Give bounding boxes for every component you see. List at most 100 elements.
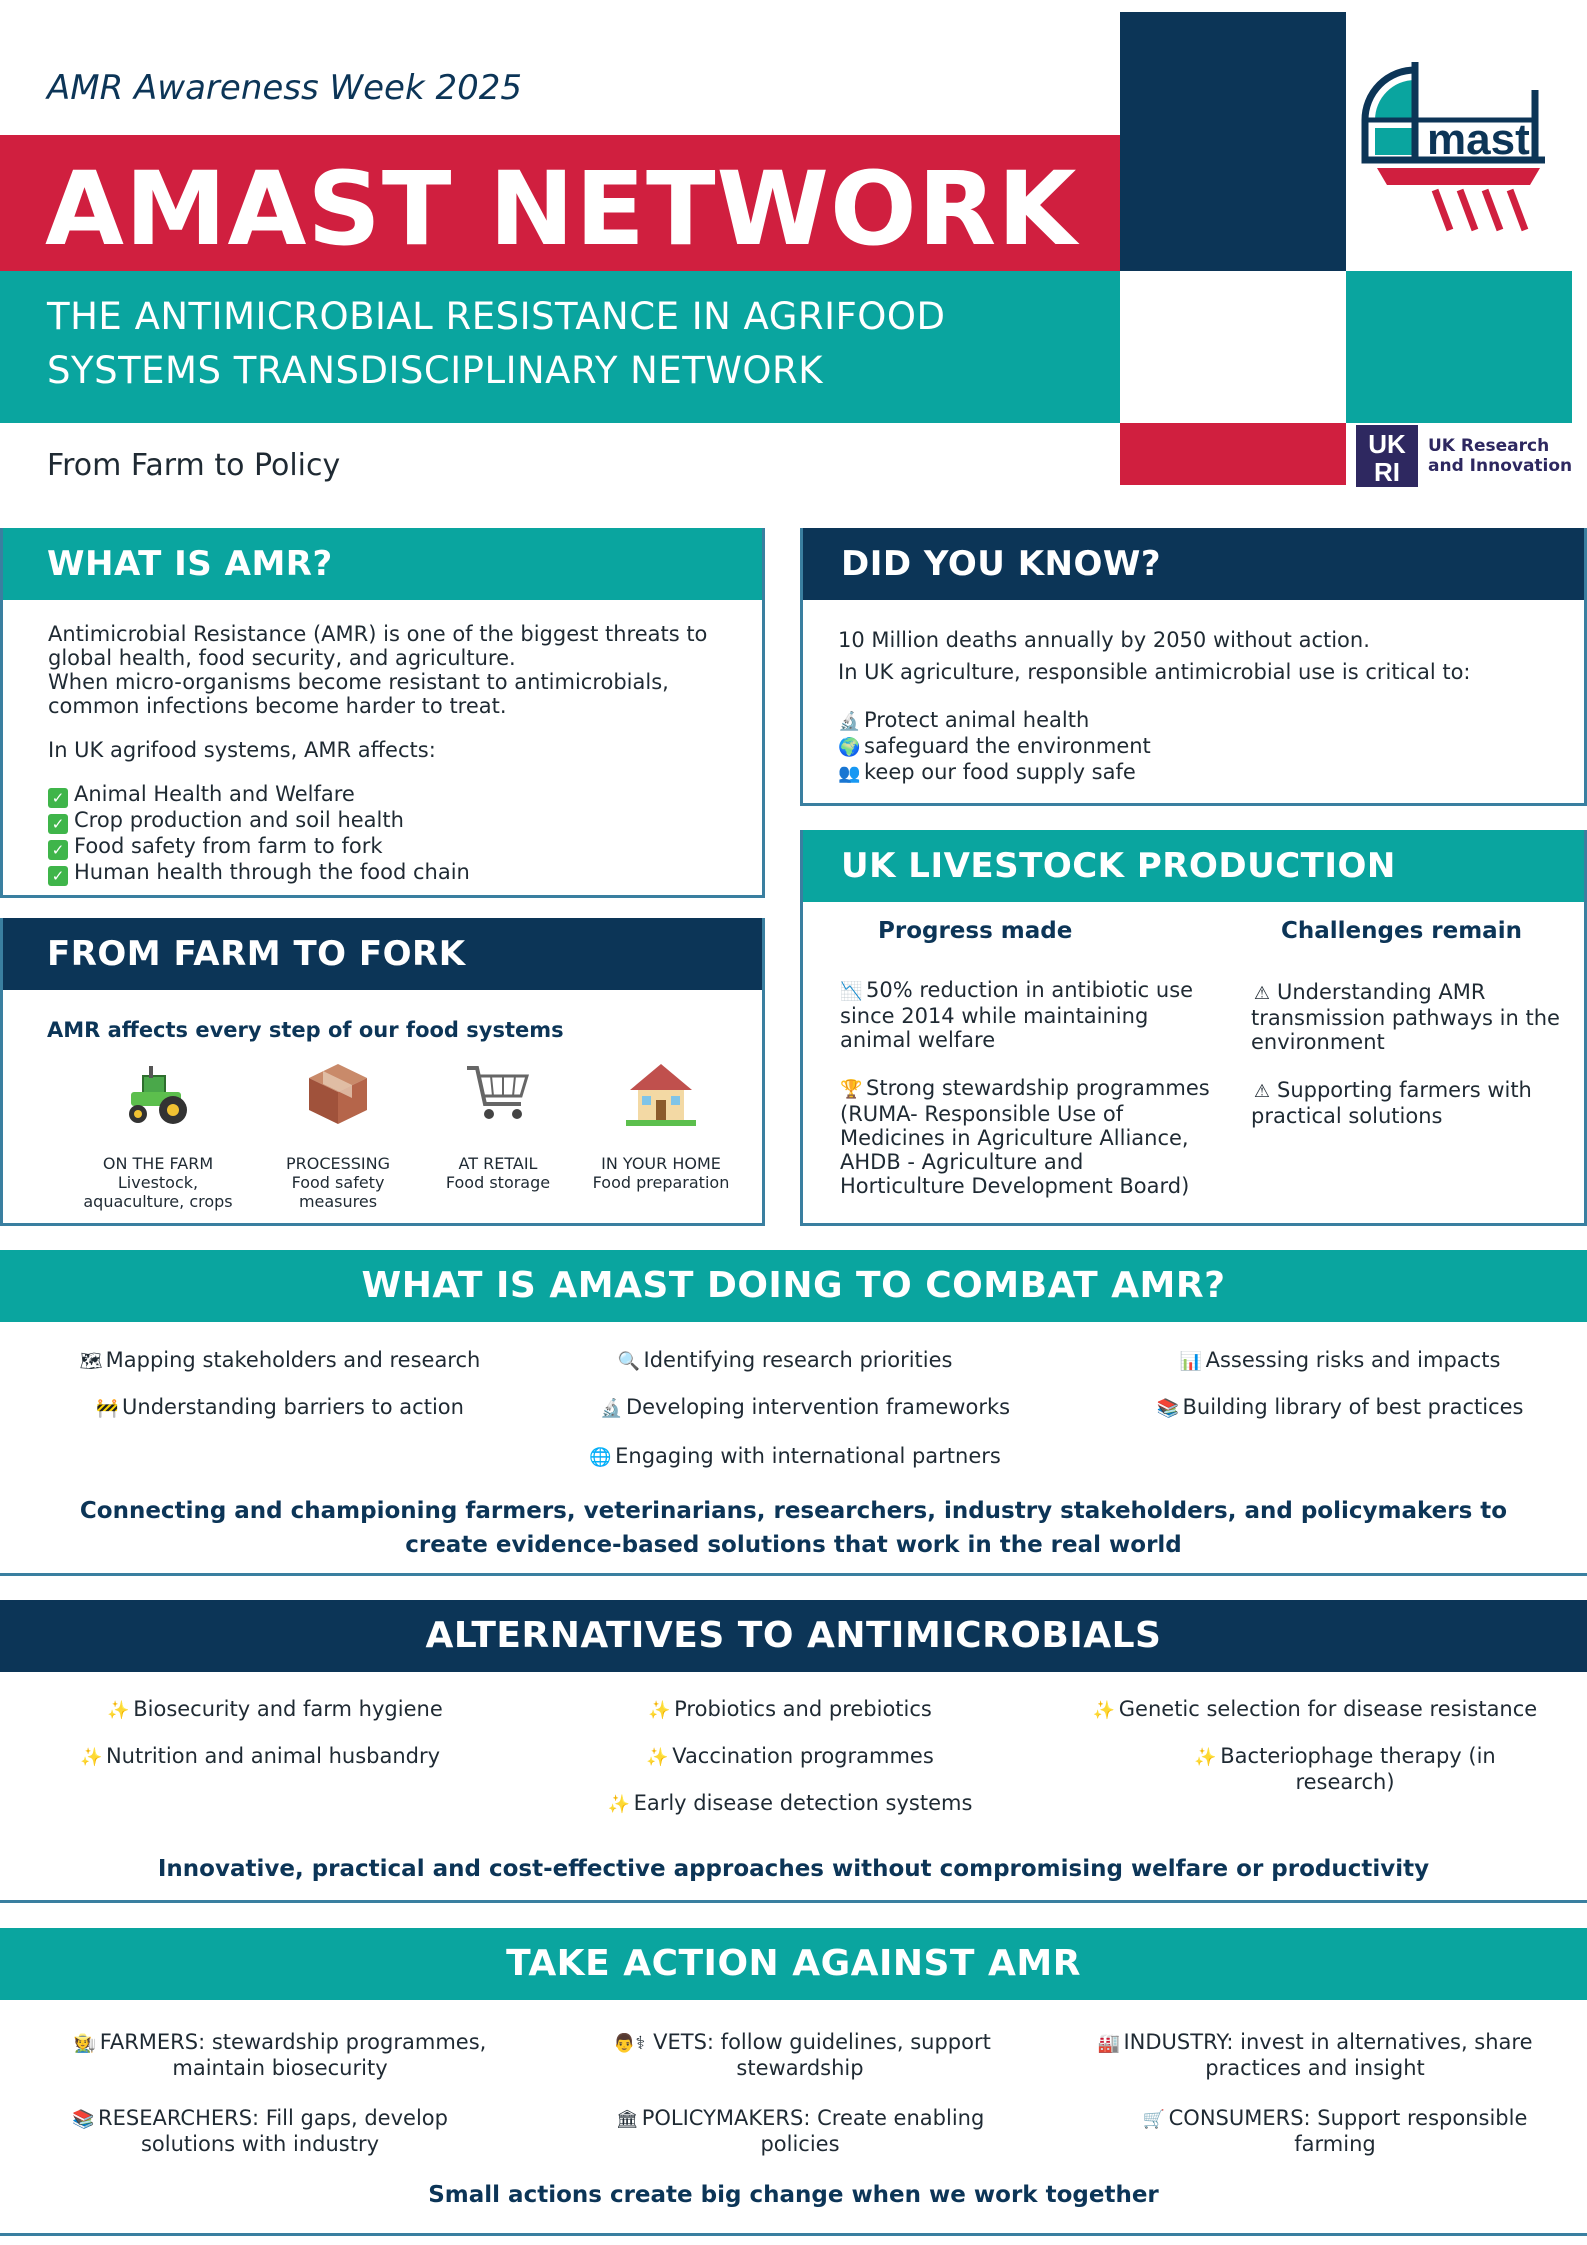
ukri-mark-bottom: RI: [1374, 457, 1400, 487]
stage-title: ON THE FARM: [102, 1154, 214, 1173]
map-icon: 🗺: [79, 1351, 103, 1372]
alternatives-heading: ALTERNATIVES TO ANTIMICROBIALS: [0, 1600, 1587, 1672]
government-icon: 🏛: [615, 2109, 639, 2130]
sparkles-icon: ✨: [1092, 1700, 1116, 1721]
list-item: ✓Animal Health and Welfare: [48, 782, 748, 808]
ukri-name: UK Research and Innovation: [1428, 436, 1587, 476]
list-item: ✓Crop production and soil health: [48, 808, 748, 834]
take-action-tagline: Small actions create big change when we …: [428, 2182, 1159, 2208]
amr-paragraph-3: In UK agrifood systems, AMR affects:: [48, 738, 436, 762]
section-heading: DID YOU KNOW?: [803, 528, 1584, 600]
cart-icon: 🛒: [1142, 2109, 1166, 2130]
stage-detail: Food safety measures: [291, 1173, 385, 1211]
globe-icon: 🌐: [589, 1447, 612, 1468]
combat-tagline-line-2: create evidence-based solutions that wor…: [405, 1532, 1182, 1558]
section-divider: [0, 1573, 1587, 1576]
combat-item: 🌐Engaging with international partners: [589, 1444, 1001, 1468]
sparkles-icon: ✨: [1194, 1747, 1217, 1768]
action-item: 🏭INDUSTRY: invest in alternatives, share…: [1097, 2030, 1533, 2080]
combat-item: 📚Building library of best practices: [1156, 1395, 1524, 1419]
header-tagline: From Farm to Policy: [47, 448, 341, 483]
combat-item: 🚧Understanding barriers to action: [96, 1395, 464, 1419]
shopping-cart-icon: [467, 1066, 530, 1119]
stage-title: IN YOUR HOME: [601, 1154, 721, 1173]
amr-affects-list: ✓Animal Health and Welfare ✓Crop product…: [48, 782, 748, 886]
alternative-item: ✨Nutrition and animal husbandry: [79, 1744, 441, 1768]
microscope-icon: 🔬: [599, 1398, 623, 1419]
action-item: 📚RESEARCHERS: Fill gaps, develop solutio…: [72, 2106, 448, 2156]
tractor-icon: [129, 1066, 187, 1124]
package-icon: [309, 1064, 367, 1124]
vet-icon: 👨⚕: [613, 2033, 646, 2054]
subtitle-line-2: SYSTEMS TRANSDISCIPLINARY NETWORK: [47, 349, 824, 392]
alternative-item: ✨Probiotics and prebiotics: [648, 1697, 932, 1721]
progress-list: 📉50% reduction in antibiotic use since 2…: [840, 978, 1210, 1198]
farm-to-fork-subheading: AMR affects every step of our food syste…: [47, 1018, 564, 1042]
section-heading: UK LIVESTOCK PRODUCTION: [803, 830, 1584, 902]
check-icon: ✓: [48, 814, 68, 834]
combat-item: 🔬Developing intervention frameworks: [599, 1395, 1011, 1419]
fact-intro: In UK agriculture, responsible antimicro…: [838, 660, 1471, 684]
warning-icon: ⚠: [1253, 983, 1271, 1004]
list-item: 📉50% reduction in antibiotic use since 2…: [840, 978, 1194, 1052]
books-icon: 📚: [1156, 1398, 1179, 1419]
combat-item: 🔍Identifying research priorities: [617, 1348, 953, 1372]
factory-icon: 🏭: [1097, 2033, 1120, 2054]
farm-to-fork-section: FROM FARM TO FORK AMR affects every step…: [0, 918, 765, 1226]
list-item: ✓Human health through the food chain: [48, 860, 748, 886]
section-heading: FROM FARM TO FORK: [3, 918, 762, 990]
amr-paragraph-1: Antimicrobial Resistance (AMR) is one of…: [48, 622, 708, 670]
uk-livestock-section: UK LIVESTOCK PRODUCTION Progress made Ch…: [800, 830, 1587, 1226]
page-subtitle: THE ANTIMICROBIAL RESISTANCE IN AGRIFOOD…: [47, 290, 1087, 398]
decor-block-white: [1120, 271, 1346, 423]
sparkles-icon: ✨: [79, 1747, 103, 1768]
challenges-heading: Challenges remain: [1281, 918, 1522, 944]
farmer-icon: 🧑‍🌾: [73, 2033, 97, 2054]
action-item: 🧑‍🌾FARMERS: stewardship programmes, main…: [73, 2030, 487, 2080]
people-icon: 👥: [838, 763, 861, 784]
subtitle-line-1: THE ANTIMICROBIAL RESISTANCE IN AGRIFOOD: [47, 295, 946, 338]
barrier-icon: 🚧: [96, 1398, 119, 1419]
combat-heading: WHAT IS AMAST DOING TO COMBAT AMR?: [0, 1250, 1587, 1322]
list-item: ⚠Understanding AMR transmission pathways…: [1251, 980, 1560, 1054]
combat-item: 🗺Mapping stakeholders and research: [79, 1348, 481, 1372]
amr-description: Antimicrobial Resistance (AMR) is one of…: [48, 622, 748, 886]
decor-block-navy: [1120, 12, 1346, 271]
list-item: ⚠Supporting farmers with practical solut…: [1251, 1078, 1532, 1128]
stage-retail: AT RETAIL Food storage: [418, 1058, 578, 1192]
action-item: 👨⚕VETS: follow guidelines, support stewa…: [590, 2030, 1010, 2080]
alternative-item: ✨Genetic selection for disease resistanc…: [1092, 1697, 1538, 1721]
subtitle-band: [0, 271, 1120, 423]
list-item: 🔬Protect animal health: [838, 708, 1090, 732]
stage-processing: PROCESSING Food safety measures: [258, 1058, 418, 1211]
books-icon: 📚: [72, 2109, 95, 2130]
amr-paragraph-2: When micro-organisms become resistant to…: [48, 670, 669, 718]
sparkles-icon: ✨: [646, 1747, 669, 1768]
magnifier-icon: 🔍: [617, 1351, 640, 1372]
alternative-item: ✨Vaccination programmes: [646, 1744, 934, 1768]
combat-tagline: Connecting and championing farmers, vete…: [0, 1494, 1587, 1562]
ukri-name-line-2: and Innovation: [1428, 456, 1573, 476]
stage-detail: Food storage: [445, 1173, 551, 1192]
action-item: 🛒CONSUMERS: Support responsible farming: [1142, 2106, 1528, 2156]
amast-logo: mast: [1361, 62, 1545, 232]
check-icon: ✓: [48, 866, 68, 886]
stage-home: IN YOUR HOME Food preparation: [581, 1058, 741, 1192]
page-title: AMAST NETWORK: [45, 150, 1078, 269]
stage-farm: ON THE FARM Livestock, aquaculture, crop…: [78, 1058, 238, 1211]
sparkles-icon: ✨: [607, 1794, 630, 1815]
bar-chart-icon: 📊: [1179, 1351, 1203, 1372]
alternative-item: ✨Early disease detection systems: [607, 1791, 973, 1815]
critical-list: 🔬Protect animal health 🌍safeguard the en…: [838, 708, 1568, 786]
ukri-mark-top: UK: [1368, 429, 1406, 459]
fact-deaths: 10 Million deaths annually by 2050 witho…: [838, 628, 1370, 652]
combat-item: 📊Assessing risks and impacts: [1179, 1348, 1501, 1372]
list-item: 👥keep our food supply safe: [838, 760, 1136, 784]
section-divider: [0, 1900, 1587, 1903]
decor-block-red: [1120, 423, 1346, 485]
check-icon: ✓: [48, 840, 68, 860]
progress-heading: Progress made: [878, 918, 1073, 944]
section-divider: [0, 2233, 1587, 2236]
logo-wordmark: mast: [1427, 115, 1530, 164]
alternative-item: ✨Biosecurity and farm hygiene: [107, 1697, 443, 1721]
